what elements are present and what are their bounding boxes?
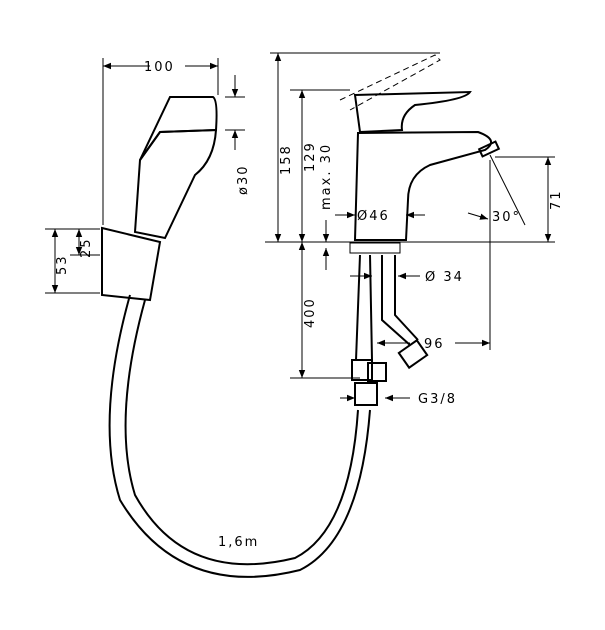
label-shower-width: 100 — [144, 60, 175, 75]
label-hose-length: 1,6m — [218, 535, 259, 550]
hand-shower — [101, 96, 371, 578]
label-supply-length: 400 — [303, 297, 318, 328]
label-projection: 96 — [424, 337, 445, 352]
basin-mixer — [339, 54, 501, 406]
label-connection: G3/8 — [418, 392, 457, 407]
label-spout-height: 71 — [549, 189, 564, 210]
label-spout-angle: 30° — [492, 210, 521, 225]
label-shower-diameter: ø30 — [236, 165, 251, 196]
label-body-diameter: Ø46 — [357, 209, 390, 224]
label-shank-diameter: Ø 34 — [425, 270, 464, 285]
label-total-height: 158 — [279, 144, 294, 175]
dimension-labels: 100 ø30 53 25 158 129 max. 30 Ø46 30° 71… — [55, 60, 564, 550]
dimension-arrows — [51, 53, 552, 402]
label-holder-offset: 25 — [79, 237, 94, 258]
label-body-height: 129 — [303, 141, 318, 172]
label-max-deck: max. 30 — [319, 143, 334, 210]
label-holder-height: 53 — [55, 254, 70, 275]
